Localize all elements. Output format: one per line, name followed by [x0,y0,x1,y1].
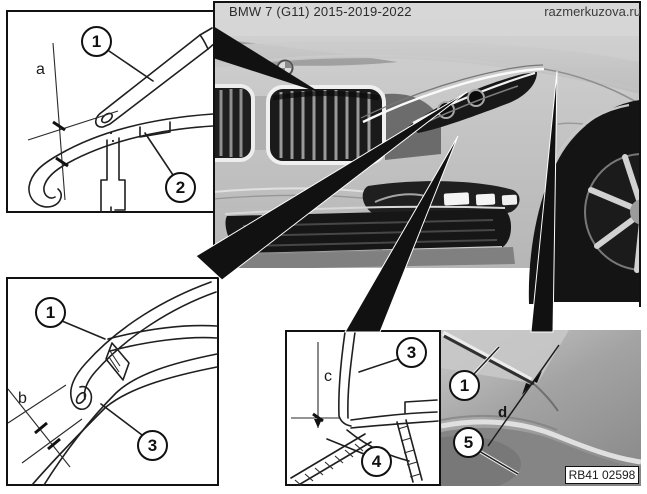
page-title: BMW 7 (G11) 2015-2019-2022 [229,4,412,19]
callout-number: 1 [45,302,56,322]
figure-code-text: RB41 02598 [568,468,636,482]
ground-left [213,268,543,307]
callout-5-arch-flange: 5 [453,427,484,458]
callout-1-hood-skin: 1 [35,297,66,328]
callout-number: 4 [371,451,382,471]
callout-number: 3 [147,435,158,455]
callout-3-fender: 3 [137,430,168,461]
callout-number: 3 [406,342,417,362]
panel-gap-photo-closeup [441,330,641,486]
car-photo-art [213,2,640,307]
kidney-grille-left [213,84,255,162]
callout-3-fender-edge: 3 [396,337,427,368]
ground-right [543,302,640,307]
bmw-roundel-icon [276,59,294,77]
callout-2-hood-edge: 2 [165,172,196,203]
callout-1-hood-seal: 1 [81,26,112,57]
callout-number: 2 [175,177,186,197]
photo-border-right [639,1,641,307]
kidney-grille-right [266,85,386,165]
grille-bridge [255,96,267,150]
fender-crease [543,68,640,105]
callout-number: 1 [91,31,102,51]
car-photo [213,2,640,307]
callout-1-hood-photo: 1 [449,370,480,401]
callout-number: 1 [459,375,470,395]
watermark: razmerkuzova.ru [544,4,641,19]
photo-border-top [213,1,641,3]
callout-number: 5 [463,432,474,452]
figure-code-badge: RB41 02598 [565,466,639,484]
callout-4-bumper: 4 [361,446,392,477]
